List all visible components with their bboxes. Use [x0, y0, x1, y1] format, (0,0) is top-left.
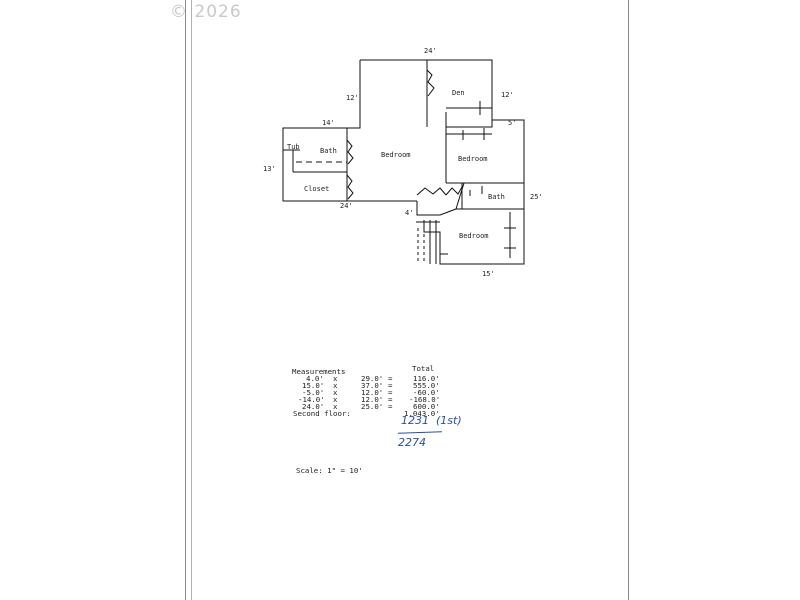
dimension-right-25: 25'	[530, 193, 543, 201]
second-floor-label: Second floor:	[293, 409, 351, 418]
page-left-edge-inner	[191, 0, 192, 600]
measurement-total: -60.0'	[413, 388, 440, 397]
dimension-step-5: 5'	[508, 119, 516, 127]
measurements-total-header: Total	[412, 364, 435, 373]
dimension-wing-14: 14'	[322, 119, 335, 127]
dimension-left-12: 12'	[346, 94, 359, 102]
measurement-eq: =	[388, 374, 393, 383]
room-label-bedroom-main: Bedroom	[381, 151, 411, 159]
measurement-total: -168.0'	[409, 395, 441, 404]
dimension-bottom-15: 15'	[482, 270, 495, 278]
measurement-x: x	[333, 388, 338, 397]
room-label-bath-main: Bath	[320, 147, 337, 155]
scale-note: Scale: 1" = 10'	[296, 466, 363, 475]
handwritten-first-floor: 1231 (1st)	[401, 414, 462, 427]
measurement-b: 12.0'	[361, 388, 384, 397]
measurement-x: x	[333, 381, 338, 390]
handwritten-total: 2274	[398, 436, 426, 449]
dimension-left-13: 13'	[263, 165, 276, 173]
measurement-a: 4.0'	[306, 374, 324, 383]
room-label-tub: Tub	[287, 143, 300, 151]
measurement-total: 600.0'	[413, 402, 440, 411]
measurement-a: -14.0'	[298, 395, 325, 404]
room-label-closet: Closet	[304, 185, 329, 193]
floor-plan-outline	[360, 59, 493, 128]
page-right-edge	[628, 0, 629, 600]
measurement-eq: =	[388, 388, 393, 397]
measurement-x: x	[333, 402, 338, 411]
measurement-eq: =	[388, 381, 393, 390]
measurement-b: 29.0'	[361, 374, 384, 383]
measurement-a: 24.0'	[302, 402, 325, 411]
measurement-eq: =	[388, 395, 393, 404]
measurement-a: -5.0'	[302, 388, 325, 397]
measurement-b: 37.0'	[361, 381, 384, 390]
page-left-edge	[185, 0, 186, 600]
measurement-a: 15.0'	[302, 381, 325, 390]
room-label-den: Den	[452, 89, 465, 97]
measurement-x: x	[333, 374, 338, 383]
measurement-eq: =	[388, 402, 393, 411]
measurement-b: 25.0'	[361, 402, 384, 411]
measurement-x: x	[333, 395, 338, 404]
copyright-watermark: © 2026	[170, 2, 242, 22]
room-label-bedroom-bottom: Bedroom	[459, 232, 489, 240]
dimension-top-24: 24'	[424, 47, 437, 55]
second-floor-total: 1,043.0'	[404, 409, 440, 418]
room-label-bedroom-right: Bedroom	[458, 155, 488, 163]
measurement-total: 116.0'	[413, 374, 440, 383]
room-label-bath-right: Bath	[488, 193, 505, 201]
dimension-stair-4: 4'	[405, 209, 413, 217]
measurements-title: Measurements	[292, 367, 346, 376]
dimension-bottom-24: 24'	[340, 202, 353, 210]
measurement-b: 12.0'	[361, 395, 384, 404]
measurement-total: 555.0'	[413, 381, 440, 390]
dimension-right-12: 12'	[501, 91, 514, 99]
